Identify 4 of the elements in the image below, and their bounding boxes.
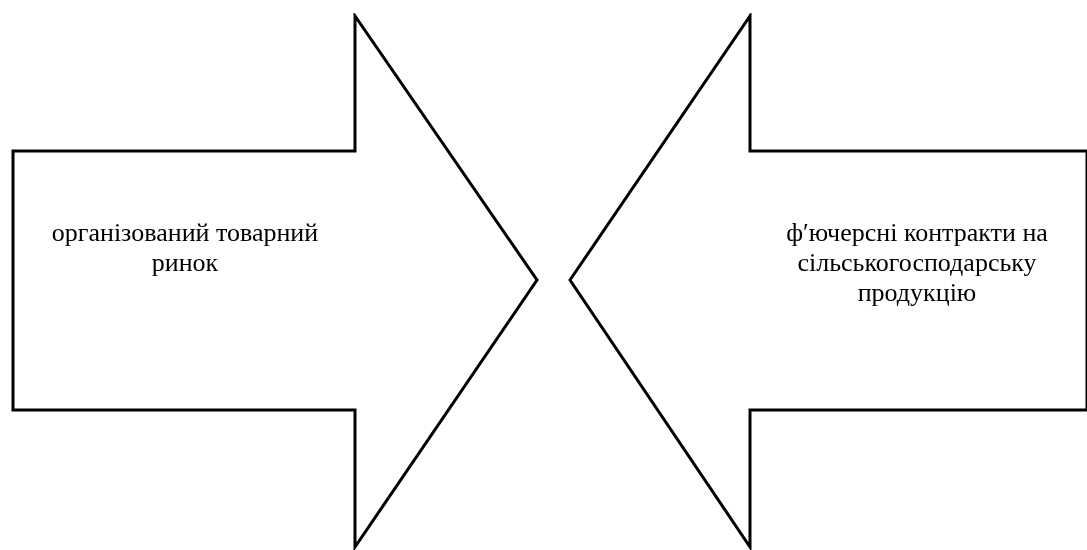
block-arrow <box>567 13 1087 550</box>
arrow-label: організований товарний ринок <box>50 218 320 278</box>
arrow-label: ф′ючерсні контракти на сільськогосподарську продукцію <box>785 218 1049 308</box>
block-arrow <box>10 13 540 550</box>
